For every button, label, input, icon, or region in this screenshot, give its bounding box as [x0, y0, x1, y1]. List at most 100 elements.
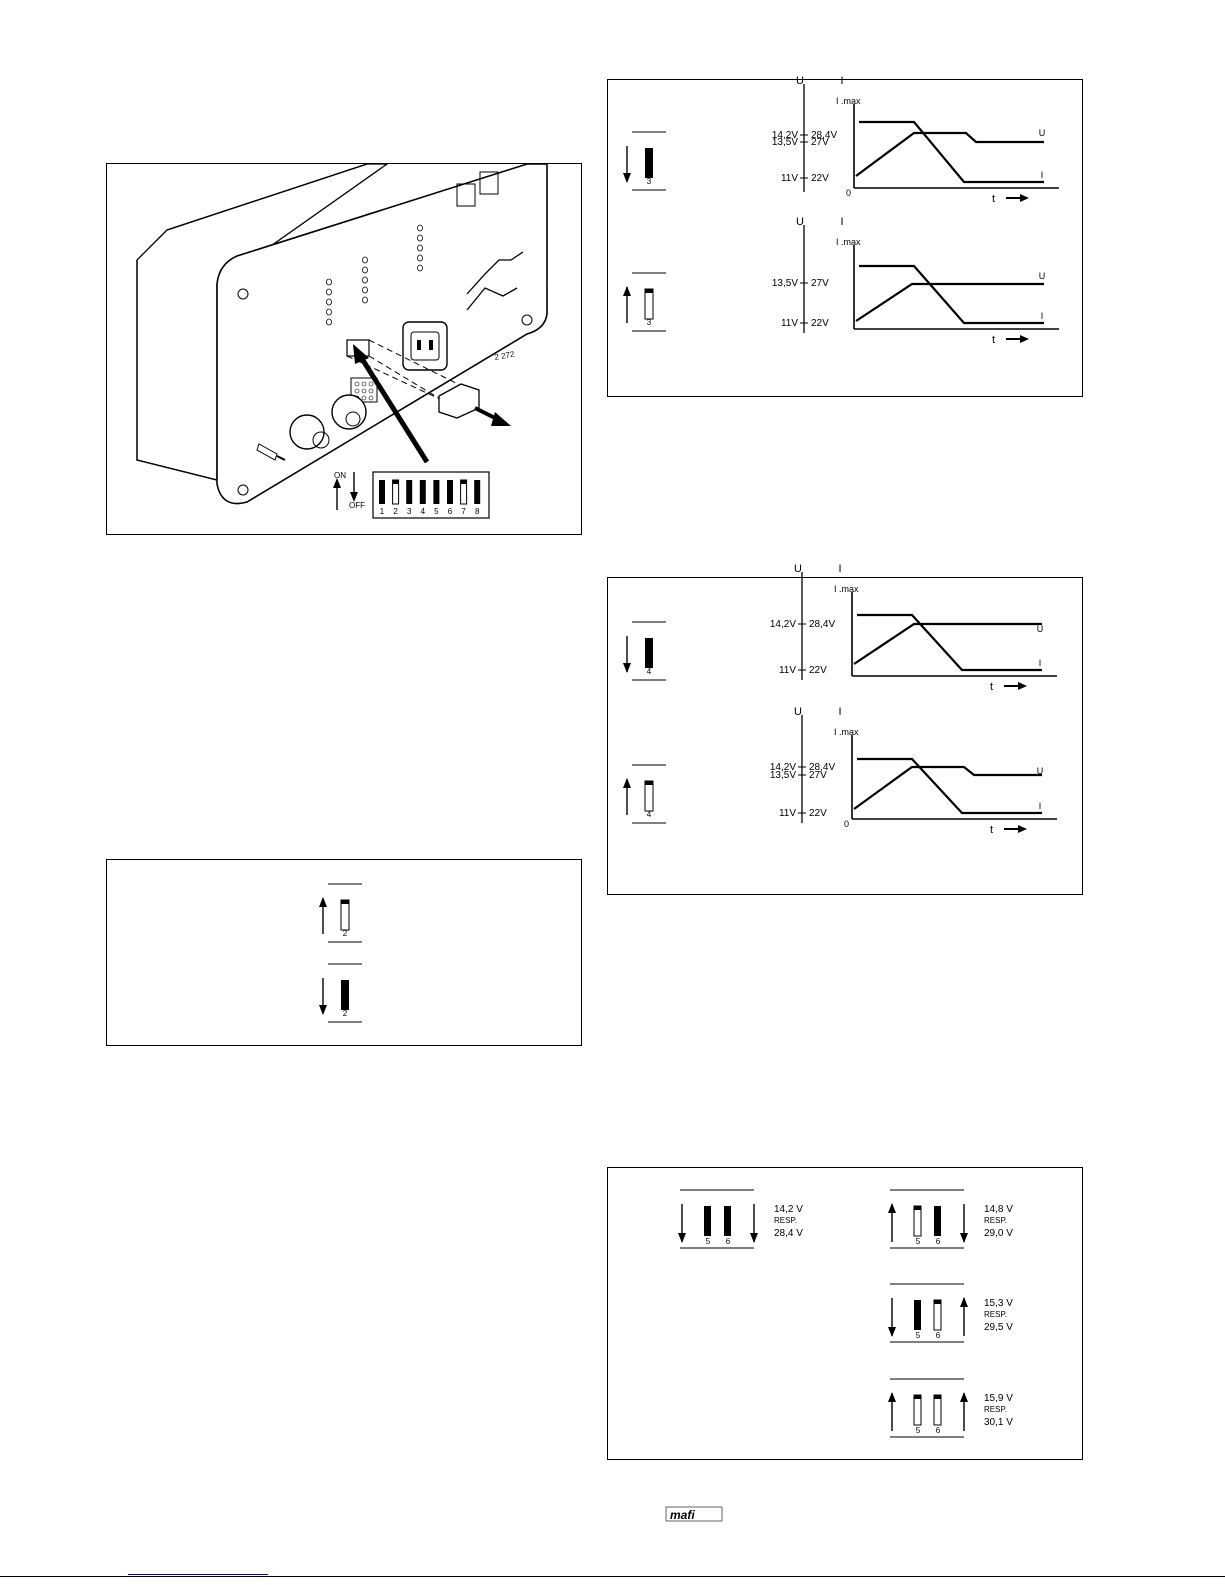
switch56-combo-1-voltage-alt: 28,4 V: [774, 1228, 803, 1239]
switch4-top-chart-i-axis-label: I: [838, 563, 841, 575]
switch56-combo-4-arrow-6-head: [960, 1392, 968, 1402]
switch3-bottom-chart-u-axis-label: U: [796, 216, 804, 228]
dip-lever-4: [419, 480, 426, 504]
switch3-bottom-chart-i-curve: [859, 264, 1044, 325]
switch56-combo-4-voltage: 15,9 V: [984, 1393, 1013, 1404]
switch3-top-chart-u-axis-label: U: [796, 75, 804, 87]
switch56-combo-2-voltage-alt: 29,0 V: [984, 1228, 1013, 1239]
dip-switch-block: [372, 471, 490, 519]
switch3-top-chart-tick-label-0: 14,2V: [772, 130, 798, 141]
switch4-bottom-chart-i-curve-label: I: [1039, 801, 1042, 811]
switch56-combo-4-lever-6-cap: [934, 1395, 941, 1399]
switch56-combo-3-arrow-6-head: [960, 1297, 968, 1307]
switch3-top-chart-i-curve-label: I: [1041, 170, 1044, 180]
switch4-bottom-chart-tick-label-r-1: 27V: [809, 770, 827, 781]
dip-number-3: 3: [407, 507, 412, 516]
switch56-combo-1-lever-5: [704, 1206, 711, 1236]
dip-lever-7-cap: [460, 480, 467, 484]
switch56-combo-2-lever-5-cap: [914, 1206, 921, 1210]
switch4-top-chart-i-curve: [857, 613, 1042, 672]
switch3-bottom-chart-u-curve: [855, 282, 1044, 322]
dip-lever-8: [474, 480, 481, 504]
switch4-bottom-chart-tick-label-2: 11V: [779, 808, 796, 819]
dip-number-8: 8: [475, 507, 480, 516]
dip-number-2: 2: [393, 507, 398, 516]
switch4-bottom-chart-tick-label-r-2: 22V: [809, 808, 827, 819]
switch3-top-chart-imax-label: I .max: [836, 96, 861, 106]
switch4-top-number: 4: [647, 667, 652, 676]
switch56-combo-3-arrow-5-head: [888, 1327, 896, 1337]
switch3-top-chart-zero-label: 0: [846, 188, 851, 198]
switch3-bottom-chart-i-axis-label: I: [840, 216, 843, 228]
dip-number-1: 1: [380, 507, 385, 516]
switch3-top-chart-i-axis-label: I: [840, 75, 843, 87]
switch4-top-chart-time-label: t: [990, 681, 993, 693]
switch3-bottom-chart-imax-label: I .max: [836, 237, 861, 247]
switch3-top-chart-i-curve: [859, 120, 1044, 184]
switch4-top-chart-tick-label-r-0: 28,4V: [809, 619, 835, 630]
switch4-bottom-chart-tick-label-r-0: 28,4V: [809, 762, 835, 773]
dip-number-7: 7: [461, 507, 466, 516]
switch56-combo-3-resp: RESP.: [984, 1310, 1007, 1319]
dip-number-5: 5: [434, 507, 439, 516]
switch3-top-arrow-head: [623, 173, 631, 183]
switch4-bottom-chart-i-curve: [857, 757, 1042, 815]
switch4-bottom-chart-tick-label-1: 13,5V: [770, 770, 796, 781]
switch56-combo-3-number-6: 6: [936, 1331, 941, 1340]
switch3-bottom-chart-tick-label-1: 11V: [781, 318, 798, 329]
switch56-combo-3-voltage-alt: 29,5 V: [984, 1322, 1013, 1333]
switch4-bottom-chart-u-curve-label: U: [1037, 766, 1044, 776]
device-figure: 2 272 ON OFF: [106, 163, 582, 535]
dip-number-6: 6: [448, 507, 453, 516]
switch56-combo-1-lever-6: [724, 1206, 731, 1236]
switch2-drawing: 2 2: [319, 883, 362, 1023]
switch3-bottom-chart-time-label: t: [992, 334, 995, 346]
switch4-bottom-chart-u-curve: [853, 765, 1042, 810]
switch4-top-chart-imax-label: I .max: [834, 584, 859, 594]
switch3-bottom-chart-time-arrow-head: [1020, 335, 1029, 343]
switch4-bottom-chart-tick-label-0: 14,2V: [770, 762, 796, 773]
switch4-top-chart-u-curve-label: U: [1037, 624, 1044, 634]
switch56-combo-3-lever-6-cap: [934, 1300, 941, 1304]
switch56-combo-2-number-5: 5: [916, 1237, 921, 1246]
switch56-combo-1-number-6: 6: [726, 1237, 731, 1246]
switch3-bottom-chart-u-curve-label: U: [1039, 271, 1046, 281]
dip-number-4: 4: [421, 507, 426, 516]
switch56-combo-2-arrow-6-head: [960, 1233, 968, 1243]
switch56-combo-2-lever-6: [934, 1206, 941, 1236]
switch2-figure: 2 2: [106, 859, 582, 1046]
switch3-bottom-chart-tick-label-r-0: 27V: [811, 278, 829, 289]
switch4-bottom-chart-time-label: t: [990, 824, 993, 836]
switch2-bottom-number: 2: [343, 1009, 348, 1018]
switch3-top-chart-tick-label-r-2: 22V: [811, 173, 829, 184]
switch2-top-lever-cap: [341, 900, 349, 904]
switch4-top-chart-u-curve: [853, 622, 1042, 665]
switch56-combo-2-resp: RESP.: [984, 1216, 1007, 1225]
switch2-bottom-lever: [341, 980, 349, 1010]
switch56-combo-3-lever-6: [933, 1299, 942, 1331]
switch4-bottom-number: 4: [647, 810, 652, 819]
switch4-top-lever: [645, 638, 653, 668]
switch3-bottom-arrow-head: [623, 286, 631, 296]
switch56-combo-1-resp: RESP.: [774, 1216, 797, 1225]
switch2-on-diagram: 2: [319, 883, 362, 943]
switch3-top-chart-time-label: t: [992, 193, 995, 205]
switch2-bottom-arrow-head: [319, 1005, 327, 1015]
switch56-combo-1-arrow-6-head: [750, 1233, 758, 1243]
switch2-off-diagram: 2: [319, 963, 362, 1023]
switch56-combo-2-lever-5: [913, 1205, 922, 1237]
switch56-combo-2-number-6: 6: [936, 1237, 941, 1246]
switch3-top-lever: [645, 148, 653, 178]
switch4-top-chart-time-arrow-head: [1018, 682, 1027, 690]
switch4-bottom-chart-i-axis-label: I: [838, 706, 841, 718]
